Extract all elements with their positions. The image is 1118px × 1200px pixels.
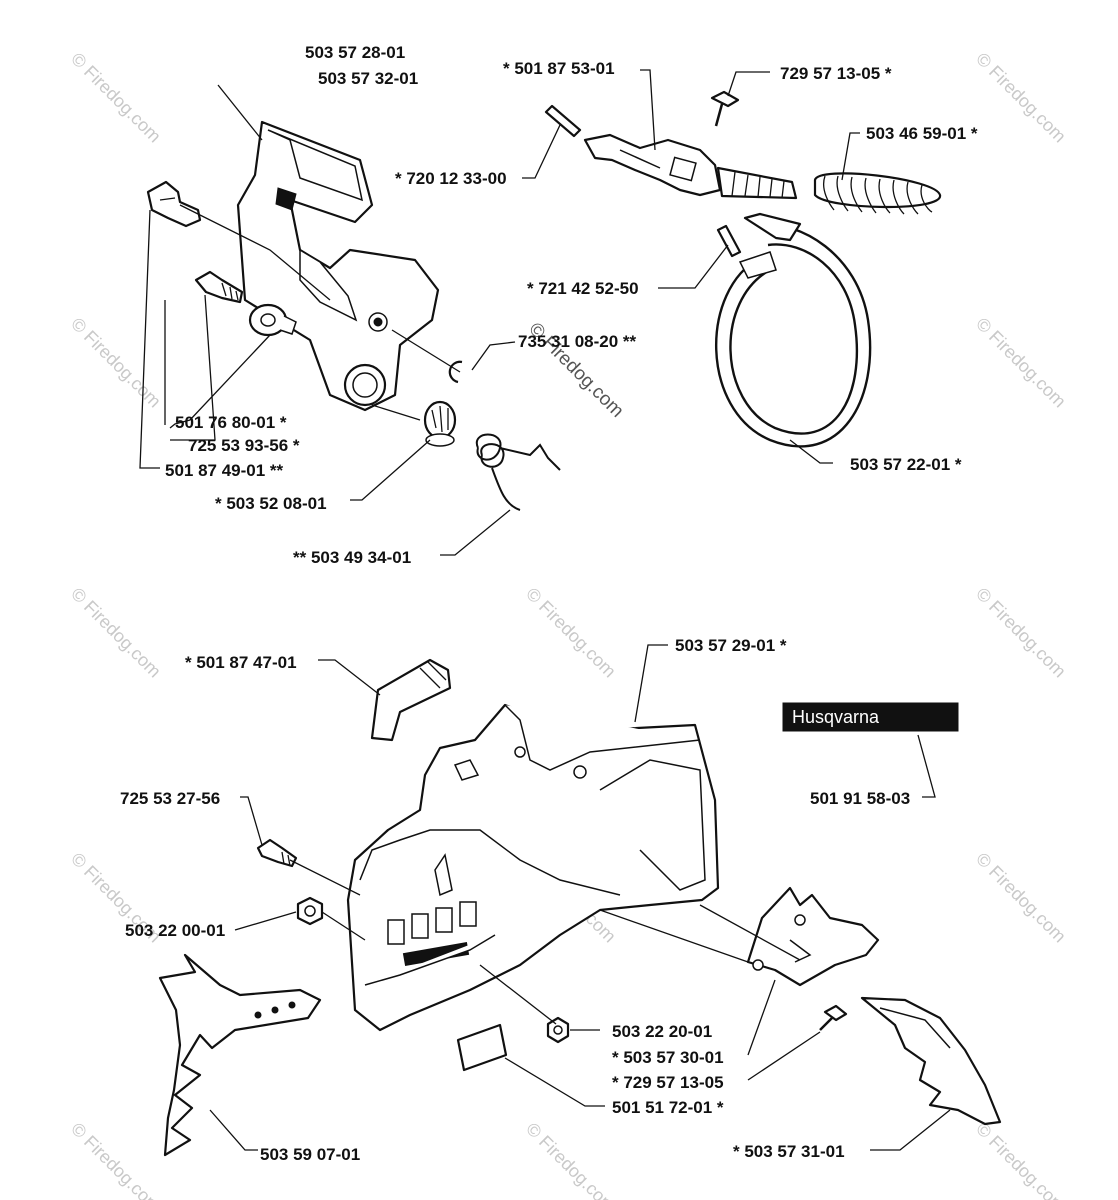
label-nut-mid: 503 22 20-01 [612, 1022, 712, 1041]
spike-bumper-right [860, 996, 1002, 1126]
spike-bumper-left [158, 953, 322, 1157]
nut-left [296, 896, 324, 926]
brake-band [714, 212, 872, 448]
circlip [448, 360, 463, 384]
bolt-long [146, 180, 202, 228]
label-felt: 501 51 72-01 * [612, 1098, 724, 1117]
label-plate: * 503 57 30-01 [612, 1048, 724, 1067]
screw-top [710, 90, 740, 127]
watermark: © Firedog.com [67, 584, 165, 682]
coil-spring [813, 172, 942, 215]
brake-knuckle [583, 133, 798, 200]
watermark: © Firedog.com [972, 849, 1070, 947]
top-assembly [146, 90, 942, 511]
label-screw-left: 725 53 27-56 [120, 789, 220, 808]
leader-lines [139, 69, 951, 1151]
label-bolt: 501 87 49-01 ** [165, 461, 284, 480]
watermark: © Firedog.com [67, 1119, 165, 1200]
pin-top [544, 104, 582, 138]
screw-bottom [819, 1004, 848, 1031]
screw-left [256, 838, 298, 868]
label-spring-small: ** 503 49 34-01 [293, 548, 411, 567]
watermark: © Firedog.com [522, 1119, 620, 1200]
label-nut-left: 503 22 00-01 [125, 921, 225, 940]
label-washer-b: 725 53 93-56 * [188, 436, 300, 455]
label-knuckle: * 501 87 53-01 [503, 59, 615, 78]
label-brake-band: 503 57 22-01 * [850, 455, 962, 474]
label-decal: 501 91 58-03 [810, 789, 910, 808]
brake-handle-guard [236, 120, 440, 412]
nut-mid [546, 1016, 570, 1044]
label-bracket: * 501 87 47-01 [185, 653, 297, 672]
watermark: © Firedog.com [67, 314, 165, 412]
felt-pad [456, 1023, 508, 1072]
label-circlip: 735 31 08-20 ** [518, 332, 637, 351]
pin-band [716, 224, 742, 258]
watermark: © Firedog.com [972, 314, 1070, 412]
watermark: © Firedog.com [972, 49, 1070, 147]
label-washer-a: 501 76 80-01 * [175, 413, 287, 432]
brand-label: Husqvarna [792, 707, 880, 727]
washer-flanged [248, 303, 297, 337]
watermark: © Firedog.com [67, 49, 165, 147]
chain-catcher-plate [746, 886, 880, 987]
label-screw-top: 729 57 13-05 * [780, 64, 892, 83]
label-pin-band: * 721 42 52-50 [527, 279, 639, 298]
label-housing: 503 57 29-01 * [675, 636, 787, 655]
husqvarna-decal: Husqvarna [782, 702, 959, 732]
label-spike-left: 503 59 07-01 [260, 1145, 360, 1164]
label-guard-cover: 503 57 28-01 [305, 43, 405, 62]
watermark: © Firedog.com [522, 584, 620, 682]
torsion-spring [475, 433, 561, 511]
label-spring-large: 503 46 59-01 * [866, 124, 978, 143]
watermark: © Firedog.com [972, 1119, 1070, 1200]
bracket [370, 658, 452, 742]
watermark: © Firedog.com [972, 584, 1070, 682]
label-bushing: * 503 52 08-01 [215, 494, 327, 513]
bolt-short [194, 270, 244, 304]
label-guard-cover-alt: 503 57 32-01 [318, 69, 418, 88]
label-pin: * 720 12 33-00 [395, 169, 507, 188]
clutch-cover-housing [346, 703, 720, 1032]
label-spike-right: * 503 57 31-01 [733, 1142, 845, 1161]
part-labels: 503 57 28-01 503 57 32-01 * 501 87 53-01… [120, 43, 978, 1164]
bottom-assembly: Husqvarna [158, 658, 1002, 1157]
label-screw-bottom: * 729 57 13-05 [612, 1073, 724, 1092]
bushing [423, 400, 457, 447]
